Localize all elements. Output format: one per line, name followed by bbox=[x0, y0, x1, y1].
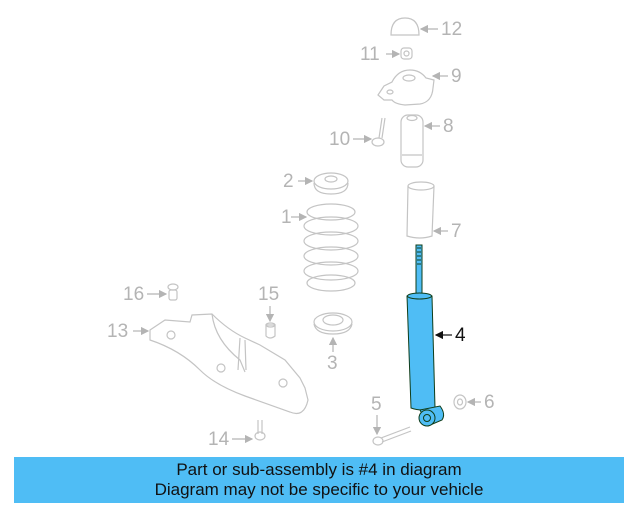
part-2-spring-seat[interactable] bbox=[313, 172, 349, 195]
part-15-nut[interactable] bbox=[265, 322, 276, 339]
part-16-clip[interactable] bbox=[167, 283, 179, 301]
part-5-bolt[interactable] bbox=[372, 426, 412, 446]
part-1-coil-spring[interactable] bbox=[303, 203, 359, 292]
callout-9[interactable]: 9 bbox=[451, 66, 462, 87]
callout-10[interactable]: 10 bbox=[329, 129, 351, 150]
callout-8[interactable]: 8 bbox=[443, 116, 454, 137]
callout-6[interactable]: 6 bbox=[484, 392, 495, 413]
part-14-bolt[interactable] bbox=[254, 420, 266, 441]
callout-7[interactable]: 7 bbox=[451, 221, 462, 242]
part-9-upper-mount[interactable] bbox=[377, 69, 435, 106]
callout-5[interactable]: 5 bbox=[371, 394, 382, 415]
part-12-cap[interactable] bbox=[390, 17, 420, 36]
part-13-shield[interactable] bbox=[149, 313, 309, 415]
part-4-shock-absorber[interactable] bbox=[406, 244, 445, 427]
callout-16[interactable]: 16 bbox=[123, 284, 145, 305]
callout-4[interactable]: 4 bbox=[455, 325, 466, 346]
part-8-bump-stop[interactable] bbox=[400, 114, 424, 168]
part-7-dust-boot[interactable] bbox=[406, 181, 435, 239]
callout-2[interactable]: 2 bbox=[283, 171, 294, 192]
banner-line-1: Part or sub-assembly is #4 in diagram bbox=[176, 460, 462, 479]
part-11-nut[interactable] bbox=[400, 47, 413, 60]
part-6-bushing[interactable] bbox=[453, 394, 467, 410]
callout-12[interactable]: 12 bbox=[441, 19, 463, 40]
banner-line-2: Diagram may not be specific to your vehi… bbox=[154, 480, 484, 499]
callout-15[interactable]: 15 bbox=[258, 284, 280, 305]
part-3-lower-seat[interactable] bbox=[313, 312, 353, 335]
part-10-bolt[interactable] bbox=[371, 117, 386, 147]
info-banner: Part or sub-assembly is #4 in diagram Di… bbox=[14, 457, 624, 503]
callout-11[interactable]: 11 bbox=[360, 44, 380, 65]
callout-13[interactable]: 13 bbox=[107, 321, 129, 342]
callout-3[interactable]: 3 bbox=[327, 353, 338, 374]
callout-14[interactable]: 14 bbox=[208, 429, 230, 450]
callout-1[interactable]: 1 bbox=[281, 207, 292, 228]
